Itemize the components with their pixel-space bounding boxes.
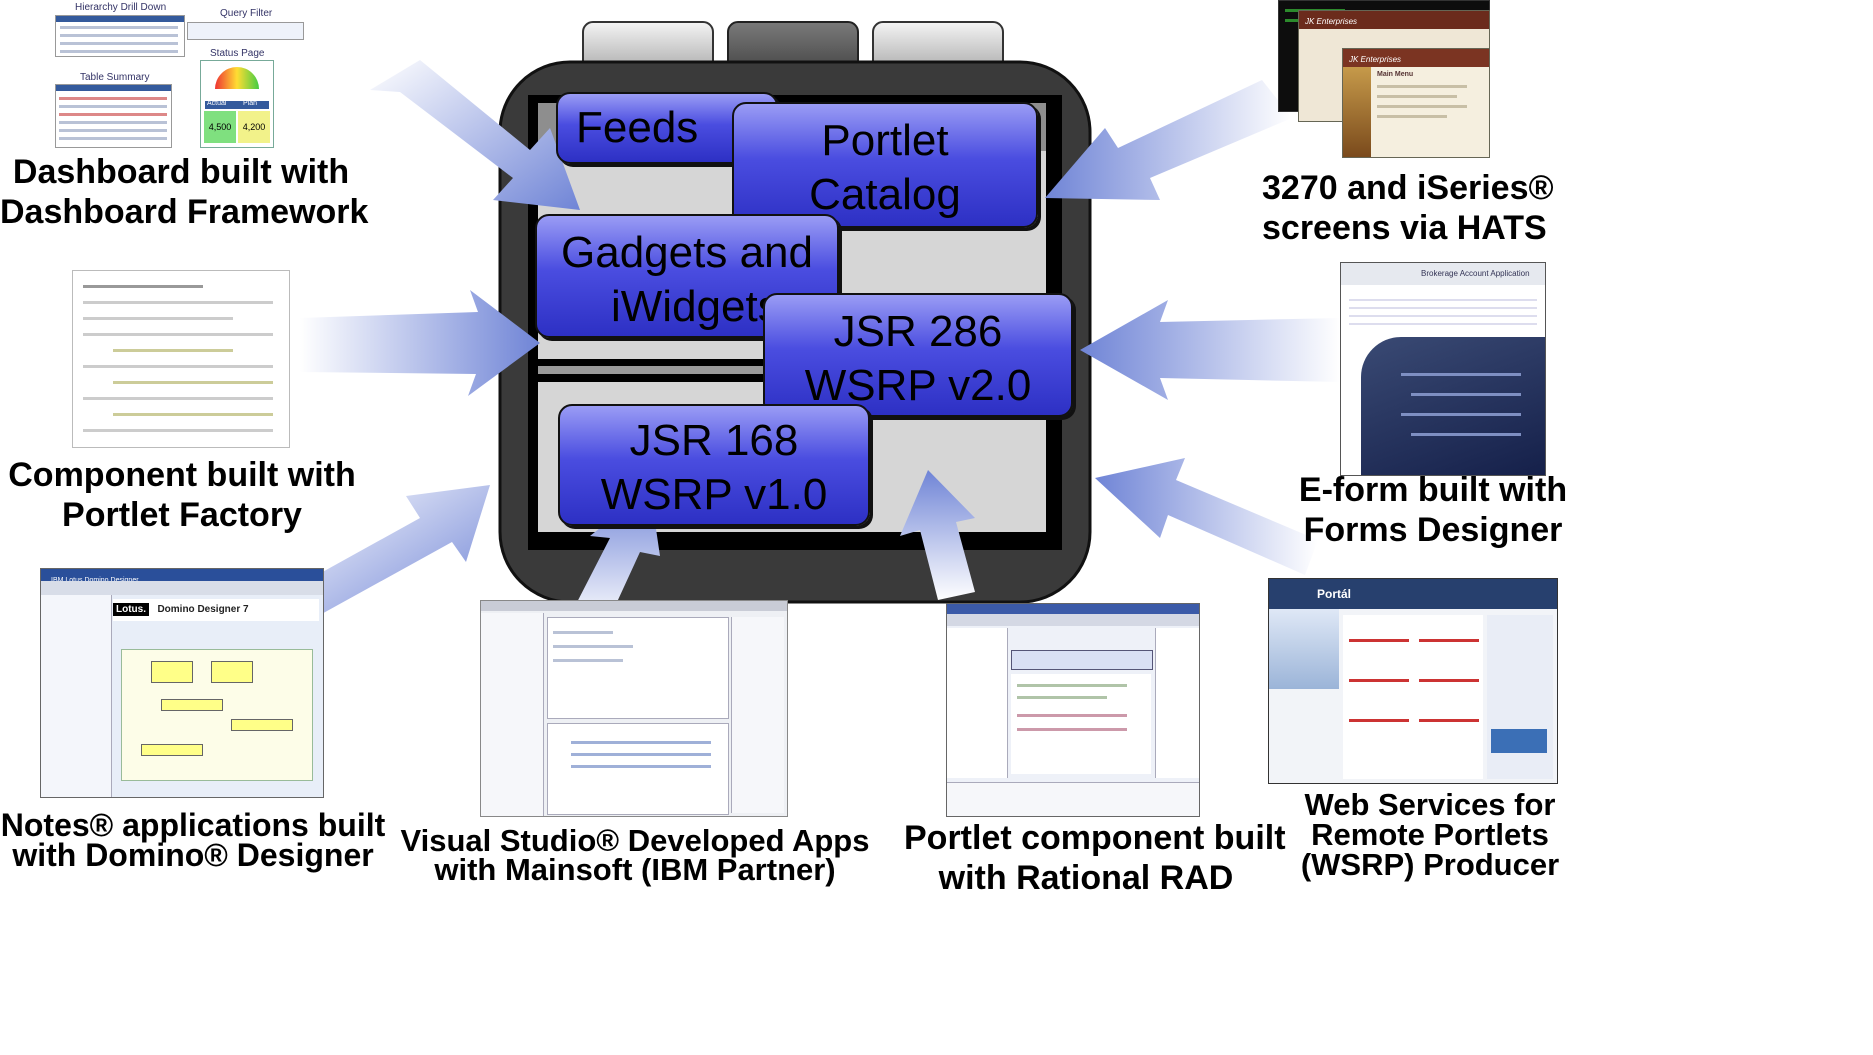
lotus-brand: Lotus. xyxy=(113,603,149,616)
wsrp-caption-line-1: Web Services for xyxy=(1304,787,1556,822)
wsrp-portal-thumbnail: Portál xyxy=(1268,578,1558,784)
rational-caption-line-2: with Rational RAD xyxy=(938,859,1234,897)
wsrp-portal-title: Portál xyxy=(1317,587,1352,601)
hats-thumbnail: JK Enterprises JK Enterprises Main Menu xyxy=(1278,0,1494,158)
component-caption-line-2: Portlet Factory xyxy=(62,496,302,534)
status-page: Actual Plan 4,500 4,200 xyxy=(200,60,274,148)
actual-value: 4,500 xyxy=(204,111,236,143)
plan-value: 4,200 xyxy=(238,111,270,143)
table-title: Table Summary xyxy=(80,72,150,83)
hats-caption-line-1: 3270 and iSeries® xyxy=(1262,169,1554,207)
hierarchy-title: Hierarchy Drill Down xyxy=(75,2,167,13)
jsr286-box: JSR 286 WSRP v2.0 xyxy=(763,293,1073,417)
arrow-wsrp xyxy=(1095,458,1318,575)
jsr168-line-1: JSR 168 xyxy=(629,416,799,465)
visual-studio-caption-line-2: with Mainsoft (IBM Partner) xyxy=(434,852,836,887)
jsr286-line-2: WSRP v2.0 xyxy=(804,361,1032,410)
visual-studio-caption: Visual Studio® Developed Apps with Mains… xyxy=(395,823,875,887)
hats-window-front: JK Enterprises Main Menu xyxy=(1342,48,1490,158)
visual-studio-thumbnail xyxy=(480,600,788,817)
status-title: Status Page xyxy=(210,48,265,59)
component-caption: Component built with Portlet Factory xyxy=(0,455,364,535)
table-summary xyxy=(55,84,172,148)
query-title: Query Filter xyxy=(220,8,273,19)
notes-caption-line-1: Notes® applications built xyxy=(0,807,386,843)
jsr168-line-2: WSRP v1.0 xyxy=(600,470,828,519)
hats-title-1: JK Enterprises xyxy=(1305,17,1358,26)
domino-designer-thumbnail: IBM Lotus Domino Designer Lotus. Domino … xyxy=(40,568,324,798)
jsr168-box: JSR 168 WSRP v1.0 xyxy=(558,404,870,526)
query-filter xyxy=(187,22,304,40)
rational-rad-thumbnail xyxy=(946,603,1200,817)
dashboard-caption: Dashboard built with Dashboard Framework xyxy=(0,152,369,232)
hats-menu-title: Main Menu xyxy=(1377,71,1414,78)
jsr286-line-1: JSR 286 xyxy=(833,307,1003,356)
domino-product: Domino Designer 7 xyxy=(157,604,249,615)
arrow-rational xyxy=(900,470,975,600)
portlet-catalog-line-2: Catalog xyxy=(809,170,961,219)
gadgets-line-1: Gadgets and xyxy=(561,228,813,277)
notes-caption-line-2: with Domino® Designer xyxy=(12,837,374,873)
hierarchy-table xyxy=(55,15,185,57)
hats-caption-line-2: screens via HATS xyxy=(1262,209,1547,247)
eform-thumbnail: Brokerage Account Application xyxy=(1340,262,1546,476)
rational-caption-line-1: Portlet component built xyxy=(904,819,1286,857)
wsrp-caption-line-2: Remote Portlets xyxy=(1311,817,1549,852)
arrow-dashboard xyxy=(370,60,580,210)
actual-label: Actual xyxy=(207,100,227,107)
visual-studio-caption-line-1: Visual Studio® Developed Apps xyxy=(400,823,870,858)
wsrp-caption: Web Services for Remote Portlets (WSRP) … xyxy=(1294,787,1566,882)
gadgets-line-2: iWidgets xyxy=(611,282,780,331)
arrow-notes xyxy=(290,485,490,616)
portlet-factory-thumbnail xyxy=(72,270,290,448)
rational-caption: Portlet component built with Rational RA… xyxy=(904,818,1286,898)
portlet-catalog-line-1: Portlet xyxy=(821,116,949,165)
arrow-hats xyxy=(1045,80,1292,200)
hats-title-2: JK Enterprises xyxy=(1349,55,1402,64)
eform-title: Brokerage Account Application xyxy=(1421,269,1530,278)
arrow-component xyxy=(300,290,540,396)
eform-caption: E-form built with Forms Designer xyxy=(1298,470,1568,550)
arrow-eform xyxy=(1080,300,1340,400)
eform-caption-line-1: E-form built with xyxy=(1298,471,1568,509)
dashboard-caption-line-2: Dashboard Framework xyxy=(0,193,369,231)
portlet-catalog-box: Portlet Catalog xyxy=(732,102,1038,228)
component-caption-line-1: Component built with xyxy=(8,456,356,494)
dashboard-caption-line-1: Dashboard built with xyxy=(12,153,350,191)
plan-label: Plan xyxy=(243,100,258,107)
domino-window-title: IBM Lotus Domino Designer xyxy=(41,577,139,584)
domino-titlebar: IBM Lotus Domino Designer xyxy=(41,569,323,584)
feeds-label: Feeds xyxy=(576,103,699,152)
wsrp-caption-line-3: (WSRP) Producer xyxy=(1300,847,1560,882)
eform-caption-line-2: Forms Designer xyxy=(1303,511,1563,549)
gadgets-box: Gadgets and iWidgets xyxy=(535,214,839,338)
notes-caption: Notes® applications built with Domino® D… xyxy=(0,807,386,873)
hats-caption: 3270 and iSeries® screens via HATS xyxy=(1262,168,1554,248)
dashboard-thumbnail: Hierarchy Drill Down Query Filter Table … xyxy=(55,2,305,148)
